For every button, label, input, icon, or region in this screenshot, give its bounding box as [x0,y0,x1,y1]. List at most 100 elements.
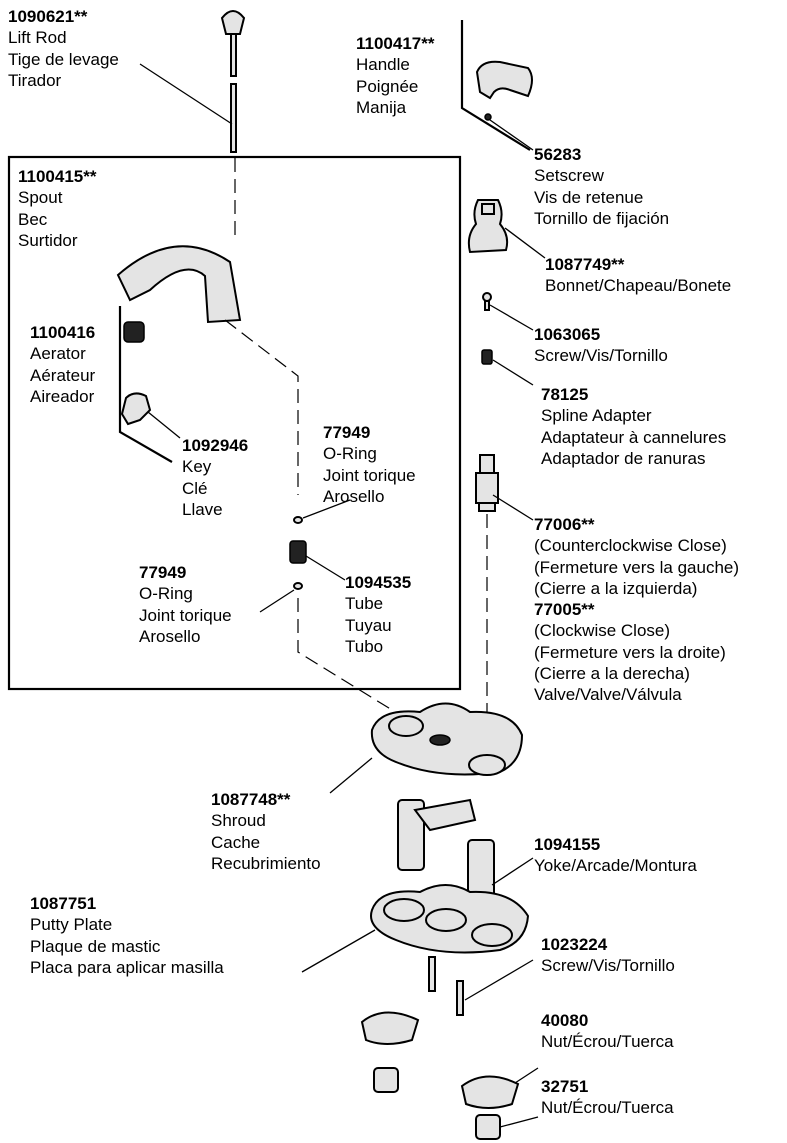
part-name-es: Tornillo de fijación [534,208,670,228]
putty-plate-drawing [370,884,530,954]
part-number: 1100415** [18,167,97,186]
part-name-es: Arosello [139,626,201,646]
part-name-fr: Joint torique [139,605,232,625]
screw-1063065-drawing [482,292,492,311]
label-oring-lower: 77949 O-Ring Joint torique Arosello [139,562,232,647]
part-number: 77949 [139,563,187,582]
part-name-en: Setscrew [534,166,604,186]
label-spout: 1100415** Spout Bec Surtidor [18,166,96,251]
part-number: 1087749** [545,255,625,274]
spline-adapter-drawing [481,349,493,365]
leader-valve [492,494,534,521]
part-name: Yoke/Arcade/Montura [534,856,697,876]
label-screw-1063065: 1063065 Screw/Vis/Tornillo [534,324,668,367]
part-name-es: Placa para aplicar masilla [30,957,224,977]
part-name-es: Manija [356,97,407,117]
tube-axis [297,598,406,719]
label-setscrew: 56283 Setscrew Vis de retenue Tornillo d… [534,144,669,229]
label-tube: 1094535 Tube Tuyau Tubo [345,572,411,657]
part-name-es: Recubrimiento [211,853,321,873]
label-valve: 77006** (Counterclockwise Close) (Fermet… [534,514,739,706]
part-name: Valve/Valve/Válvula [534,685,682,705]
leader-oring-upper [302,499,351,519]
part-name-en: O-Ring [323,444,377,464]
label-nut-40080: 40080 Nut/Écrou/Tuerca [541,1010,674,1053]
part-number: 1063065 [534,325,601,344]
oring-upper-drawing [293,516,303,524]
part-name-en: (Clockwise Close) [534,621,671,641]
part-name-en: Aerator [30,344,86,364]
part-name-es: (Cierre a la derecha) [534,664,690,684]
label-yoke: 1094155 Yoke/Arcade/Montura [534,834,697,877]
part-number: 1023224 [541,935,608,954]
aerator-key-bracket [118,306,173,463]
label-nut-32751: 32751 Nut/Écrou/Tuerca [541,1076,674,1119]
lift-rod-drawing [220,10,246,153]
part-name-fr: Adaptateur à cannelures [541,427,727,447]
nut-40080-left-drawing [360,1011,420,1093]
part-name-fr: Cache [211,832,261,852]
leader-screw-1063065 [489,304,534,331]
part-name: Bonnet/Chapeau/Bonete [545,276,732,296]
part-name-en: Tube [345,594,384,614]
part-name: Nut/Écrou/Tuerca [541,1098,674,1118]
handle-group-bracket [460,20,531,151]
label-bonnet: 1087749** Bonnet/Chapeau/Bonete [545,254,731,297]
part-name-fr: Clé [182,478,208,498]
part-name: Nut/Écrou/Tuerca [541,1032,674,1052]
part-name-fr: Bec [18,209,48,229]
leader-lift-rod [139,63,233,125]
valve-cartridge-drawing [475,454,499,512]
label-oring-upper: 77949 O-Ring Joint torique Arosello [323,422,416,507]
label-handle: 1100417** Handle Poignée Manija [356,33,434,118]
part-number: 78125 [541,385,589,404]
label-key: 1092946 Key Clé Llave [182,435,248,520]
leader-shroud [329,757,373,794]
part-name-es: (Cierre a la izquierda) [534,578,698,598]
part-name-en: (Counterclockwise Close) [534,536,727,556]
part-number: 1094535 [345,573,412,592]
part-name-es: Adaptador de ranuras [541,448,706,468]
part-name-en: Spline Adapter [541,406,652,426]
label-lift-rod: 1090621** Lift Rod Tige de levage Tirado… [8,6,119,91]
leader-nut-40080 [514,1067,539,1084]
leader-putty-plate [301,929,376,973]
part-number: 32751 [541,1077,589,1096]
leader-yoke [491,857,534,886]
part-name: Screw/Vis/Tornillo [534,346,668,366]
label-spline-adapter: 78125 Spline Adapter Adaptateur à cannel… [541,384,726,469]
part-number: 1100417** [356,34,435,53]
spout-axis [224,319,299,495]
part-number-alt: 77005** [534,600,595,620]
label-screw-1023224: 1023224 Screw/Vis/Tornillo [541,934,675,977]
leader-screw-1023224 [464,959,534,1001]
handle-drawing [475,60,533,121]
part-number: 1087751 [30,894,97,913]
screw-1023224-drawing [428,956,464,1016]
label-shroud: 1087748** Shroud Cache Recubrimiento [211,789,321,874]
label-aerator: 1100416 Aerator Aérateur Aireador [30,322,95,407]
part-name-fr: (Fermeture vers la droite) [534,642,726,662]
oring-lower-drawing [293,582,303,590]
spout-drawing [116,245,242,324]
part-name-fr: Joint torique [323,465,416,485]
tube-drawing [289,540,307,564]
key-drawing [120,392,152,426]
leader-nut-32751 [499,1116,539,1128]
part-number: 1087748** [211,790,291,809]
part-name: Screw/Vis/Tornillo [541,956,675,976]
shroud-drawing [370,702,524,776]
part-name-en: Key [182,457,212,477]
part-name-en: Handle [356,55,410,75]
leader-setscrew [489,119,534,151]
part-name-fr: Aérateur [30,365,96,385]
leader-key [147,411,181,439]
part-number: 77949 [323,423,371,442]
nut-40080-right-drawing [460,1075,520,1140]
leader-tube [305,555,346,581]
leader-bonnet [504,227,546,259]
label-putty-plate: 1087751 Putty Plate Plaque de mastic Pla… [30,893,224,978]
part-number: 1094155 [534,835,601,854]
spout-group-box [7,155,462,691]
